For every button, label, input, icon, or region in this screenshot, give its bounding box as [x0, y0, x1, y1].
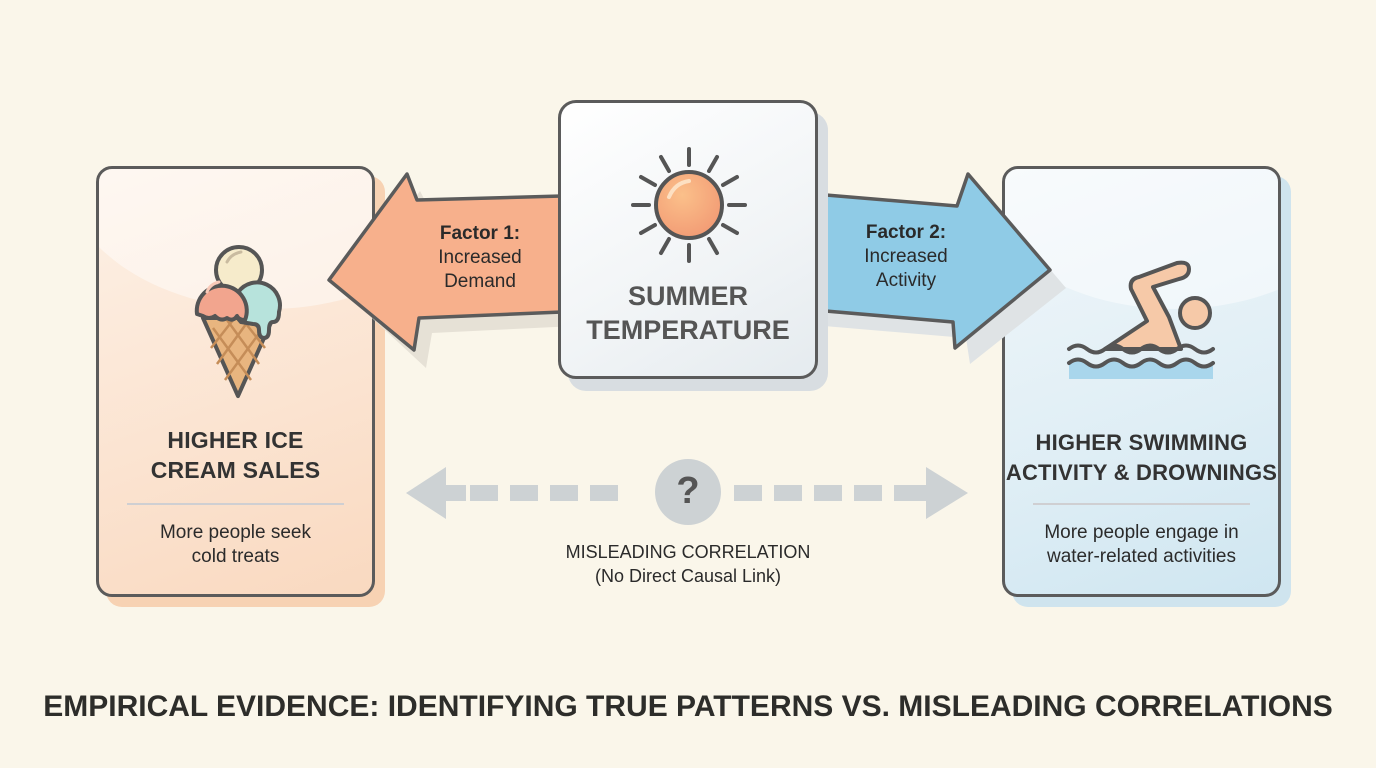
correlation-label: MISLEADING CORRELATION (No Direct Causal… [488, 540, 888, 588]
factor-2-line: Increased [864, 246, 948, 267]
effect-card-swimming: HIGHER SWIMMING ACTIVITY & DROWNINGS Mor… [1002, 166, 1281, 597]
factor-1-line: Demand [444, 271, 516, 292]
factor-1-line: Increased [438, 247, 522, 268]
cause-title: SUMMER TEMPERATURE [561, 279, 815, 347]
card-divider [1033, 503, 1250, 505]
effect-desc-line: More people engage in [1044, 522, 1239, 543]
factor-2-label: Factor 2: Increased Activity [826, 221, 986, 293]
effect-title-line: HIGHER SWIMMING [1035, 430, 1248, 455]
effect-description: More people seek cold treats [99, 521, 372, 569]
factor-1-label: Factor 1: Increased Demand [400, 222, 560, 294]
factor-2-line: Activity [875, 270, 937, 291]
effect-description: More people engage in water-related acti… [1005, 521, 1278, 569]
factor-1-title: Factor 1: [439, 223, 521, 244]
question-mark-icon: ? [676, 470, 700, 512]
cause-title-line: TEMPERATURE [586, 315, 790, 345]
ice-cream-icon [194, 245, 282, 398]
cause-title-line: SUMMER [628, 281, 748, 311]
page-title: EMPIRICAL EVIDENCE: IDENTIFYING TRUE PAT… [43, 690, 1333, 723]
effect-card-ice-cream: HIGHER ICE CREAM SALES More people seek … [96, 166, 375, 597]
sun-icon [631, 147, 747, 263]
cause-card-summer-temperature: SUMMER TEMPERATURE [558, 100, 818, 379]
correlation-label-line: MISLEADING CORRELATION [565, 542, 811, 562]
correlation-label-line: (No Direct Causal Link) [594, 566, 782, 586]
swimmer-icon [1067, 260, 1215, 379]
effect-title: HIGHER ICE CREAM SALES [99, 425, 372, 485]
effect-title-line: CREAM SALES [150, 457, 321, 483]
effect-desc-line: cold treats [191, 546, 280, 567]
effect-desc-line: More people seek [159, 522, 312, 543]
effect-desc-line: water-related activities [1046, 546, 1237, 567]
effect-title: HIGHER SWIMMING ACTIVITY & DROWNINGS [1005, 428, 1278, 488]
effect-title-line: HIGHER ICE [167, 427, 304, 453]
factor-2-title: Factor 2: [865, 222, 947, 243]
effect-title-line: ACTIVITY & DROWNINGS [1005, 460, 1278, 485]
card-divider [127, 503, 344, 505]
